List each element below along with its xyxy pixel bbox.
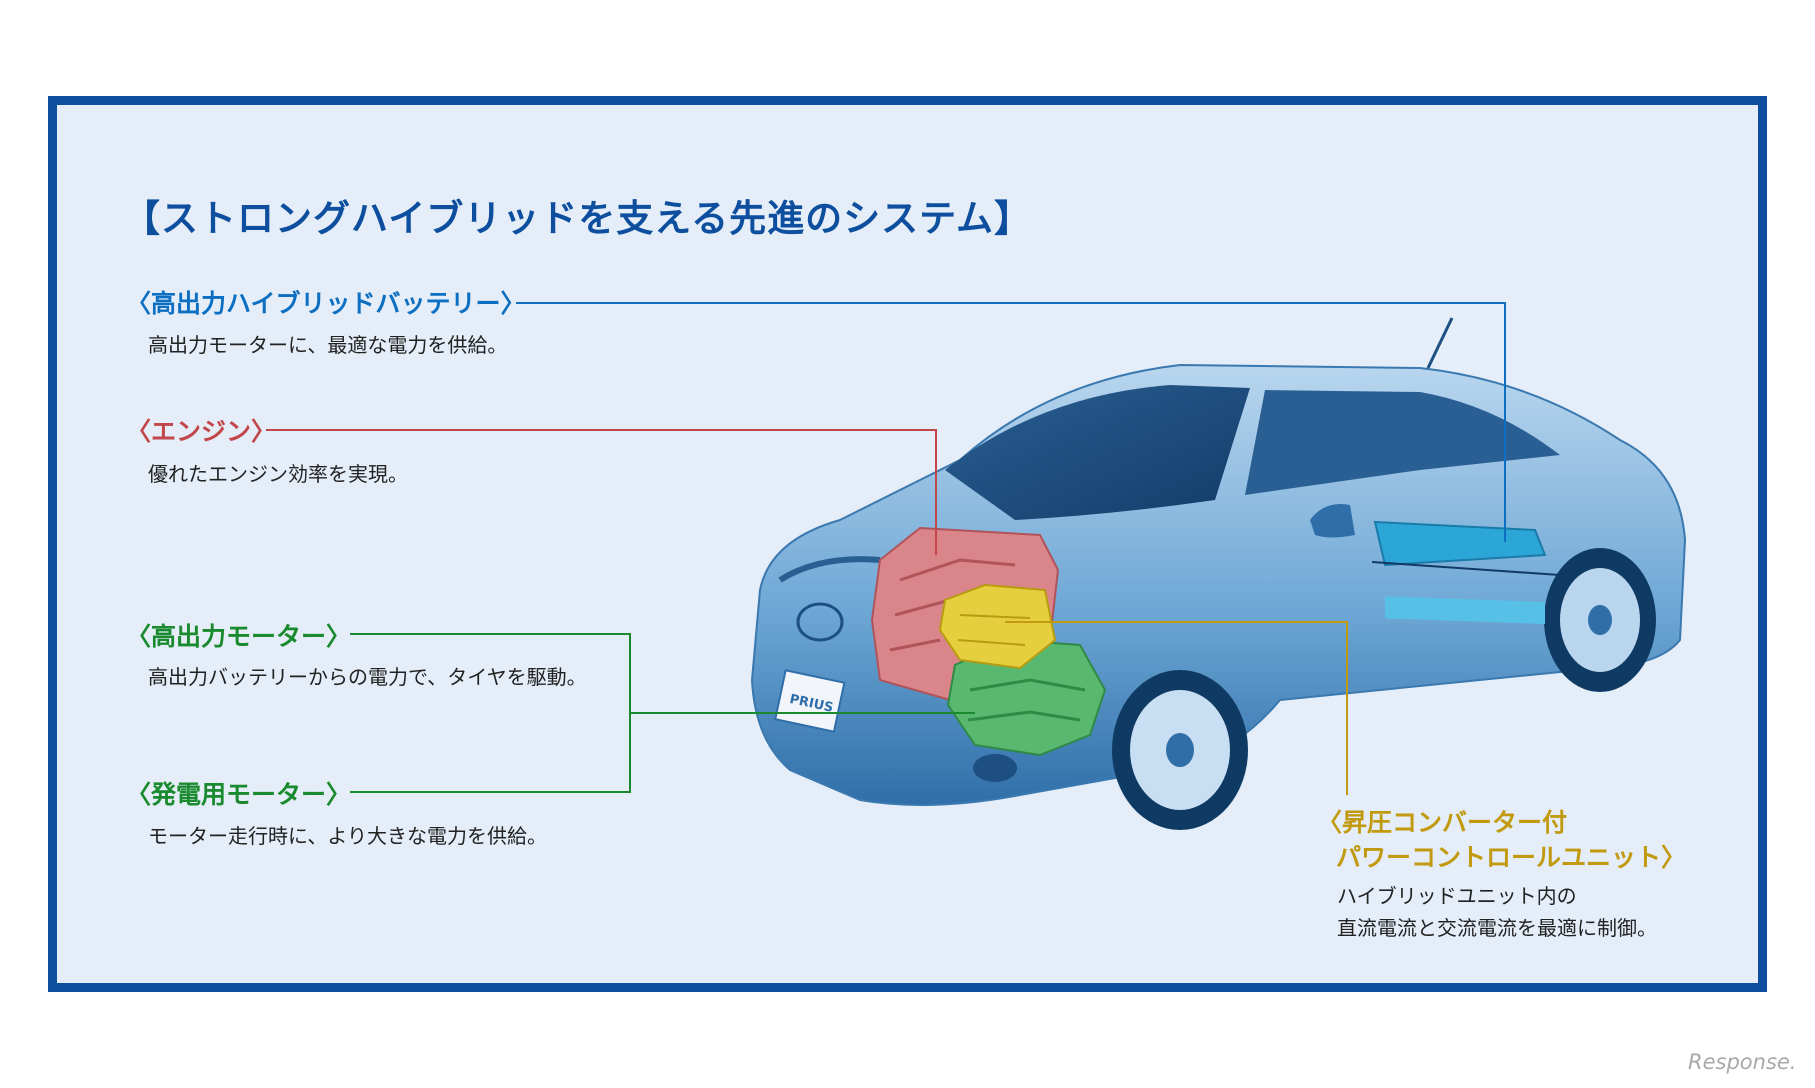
rear-wheel [1544, 548, 1656, 692]
pcu-label-line1: 〈昇圧コンバーター付 [1317, 803, 1567, 839]
pcu-label-line2: パワーコントロールユニット〉 [1336, 838, 1686, 874]
engine-label: 〈エンジン〉 [126, 412, 276, 448]
pcu-description-line1: ハイブリッドユニット内の [1337, 880, 1577, 912]
engine-description: 優れたエンジン効率を実現。 [148, 458, 408, 490]
front-wheel [1112, 670, 1248, 830]
motor-description: 高出力バッテリーからの電力で、タイヤを駆動。 [148, 661, 587, 693]
motor-leader-line [350, 634, 630, 792]
battery-description: 高出力モーターに、最適な電力を供給。 [148, 329, 507, 361]
generator-label: 〈発電用モーター〉 [126, 775, 351, 811]
generator-description: モーター走行時に、より大きな電力を供給。 [148, 820, 547, 852]
windshield [945, 385, 1250, 520]
watermark-logo: Response. [1688, 1050, 1796, 1074]
battery-label: 〈高出力ハイブリッドバッテリー〉 [126, 284, 526, 320]
motor-label: 〈高出力モーター〉 [126, 617, 351, 653]
pcu-description-line2: 直流電流と交流電流を最適に制御。 [1337, 912, 1657, 944]
